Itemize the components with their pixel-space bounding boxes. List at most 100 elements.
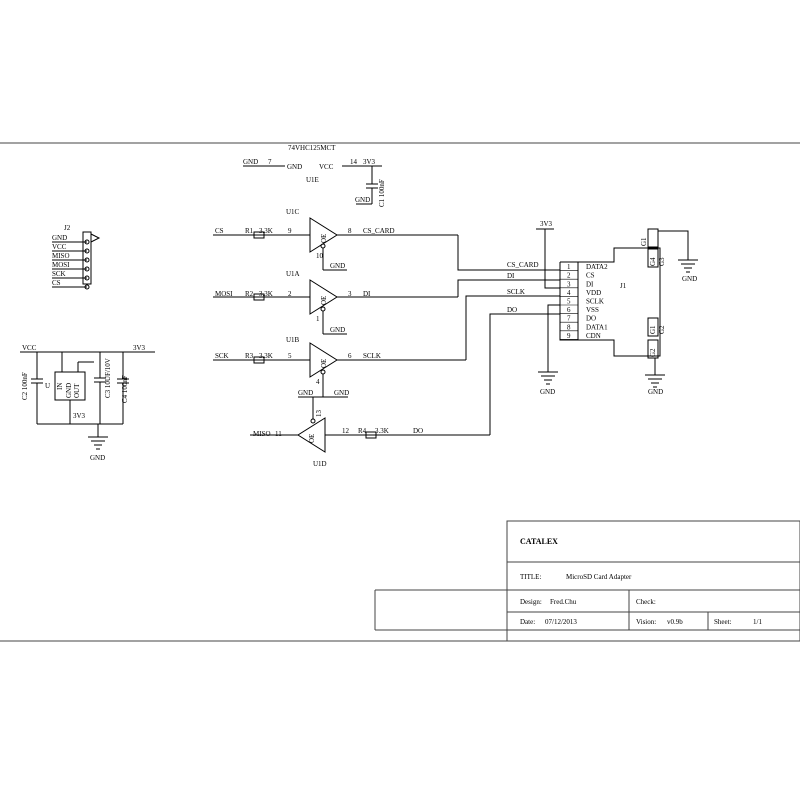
u1e-gnd-pin-label: GND bbox=[287, 163, 302, 171]
u1e-vcc-pin: 14 bbox=[350, 158, 358, 166]
u1d-oe: OE bbox=[308, 434, 316, 443]
title-block: CATALEX TITLE: MicroSD Card Adapter Desi… bbox=[374, 520, 800, 642]
u1b-gnd: GND bbox=[298, 389, 313, 397]
u1b-ref: U1B bbox=[286, 336, 300, 344]
reg-u-label: U bbox=[45, 382, 50, 390]
j1-shield-bot-1: G2 bbox=[658, 325, 666, 334]
j1-pin-name: CDN bbox=[586, 332, 601, 340]
r1-value: 3.3K bbox=[259, 227, 273, 235]
j1-vcc-net: 3V3 bbox=[540, 220, 553, 228]
j1-net-do: DO bbox=[507, 306, 517, 314]
j1-pin-number: 2 bbox=[567, 272, 571, 280]
c3-label: C3 10UF/10V bbox=[104, 358, 112, 398]
reg-gnd: GND bbox=[90, 454, 105, 462]
u1b-pin-oe: 4 bbox=[316, 378, 320, 386]
j1-shield-top-0: G1 bbox=[640, 237, 648, 246]
j1-pin-number: 5 bbox=[567, 298, 571, 306]
c2-label: C2 100nF bbox=[21, 372, 29, 400]
j1-pin-name: VSS bbox=[586, 306, 599, 314]
buffer-u1d: GND 13 OE U1D MISO 11 12 R4 3.3K DO bbox=[250, 389, 490, 468]
u1c-in-net: CS bbox=[215, 227, 224, 235]
u1a-in-net: MOSI bbox=[215, 290, 233, 298]
u1d-pin-out: 11 bbox=[275, 430, 282, 438]
reg-vcc: VCC bbox=[22, 344, 37, 352]
date-value: 07/12/2013 bbox=[545, 618, 577, 626]
u1b-oe: OE bbox=[320, 359, 328, 368]
u1e-ref: U1E bbox=[306, 176, 319, 184]
u1b-pin-in: 5 bbox=[288, 352, 292, 360]
j1-pin-name: VDD bbox=[586, 289, 601, 297]
u1d-pin-in: 12 bbox=[342, 427, 350, 435]
design-label: Design: bbox=[520, 598, 542, 606]
j2-ref: J2 bbox=[64, 224, 71, 232]
reg-pin-gnd: GND bbox=[65, 383, 73, 398]
c1-label: C1 100nF bbox=[378, 179, 386, 207]
u1e-vcc-net: 3V3 bbox=[363, 158, 376, 166]
j1-shield-top-2: G3 bbox=[658, 257, 666, 266]
reg-pin-out: OUT bbox=[73, 383, 81, 398]
reg-pin-in: IN bbox=[56, 383, 64, 390]
r1-ref: R1 bbox=[245, 227, 254, 235]
j1-net-sclk: SCLK bbox=[507, 288, 525, 296]
j2-pin-0: GND bbox=[52, 234, 67, 242]
u1e-power-section: 74VHC125MCT GND 7 GND VCC 14 3V3 U1E GND… bbox=[243, 144, 386, 207]
c4-label: C4 100nF bbox=[121, 375, 129, 403]
j1-pin-number: 4 bbox=[567, 289, 571, 297]
j1-pin-number: 6 bbox=[567, 306, 571, 314]
reg-3v3-out: 3V3 bbox=[133, 344, 146, 352]
r3-value: 3.3K bbox=[259, 352, 273, 360]
u1b-pin-out: 6 bbox=[348, 352, 352, 360]
j1-net-di: DI bbox=[507, 272, 515, 280]
u1c-oe: OE bbox=[320, 234, 328, 243]
buffer-u1c: U1C CS R1 3.3K 9 OE 8 CS_CARD 10 GND bbox=[213, 208, 458, 271]
u1a-pin-oe: 1 bbox=[316, 315, 320, 323]
u1e-gnd-net: GND bbox=[243, 158, 258, 166]
u1b-out-net: SCLK bbox=[363, 352, 381, 360]
u1c-pin-out: 8 bbox=[348, 227, 352, 235]
j1-pin-name: DATA2 bbox=[586, 263, 608, 271]
j1-gnd-bot: GND bbox=[648, 388, 663, 396]
j2-pin-1: VCC bbox=[52, 243, 67, 251]
j1-pin-name: DATA1 bbox=[586, 323, 608, 331]
u1a-oe: OE bbox=[320, 296, 328, 305]
j2-header: J2 GND VCC MISO MOSI SCK CS bbox=[52, 224, 101, 290]
r2-value: 3.3K bbox=[259, 290, 273, 298]
r2-ref: R2 bbox=[245, 290, 254, 298]
u1a-ref: U1A bbox=[286, 270, 300, 278]
j1-pin-name: CS bbox=[586, 272, 595, 280]
j2-pin-3: MOSI bbox=[52, 261, 70, 269]
drawing-title: MicroSD Card Adapter bbox=[566, 573, 632, 581]
j2-pin-5: CS bbox=[52, 279, 61, 287]
u1d-in-net: DO bbox=[413, 427, 423, 435]
buffer-u1a: U1A MOSI R2 3.3K 2 OE 3 DI 1 GND bbox=[213, 270, 458, 335]
sheet-label: Sheet: bbox=[714, 618, 732, 626]
reg-3v3-label: 3V3 bbox=[73, 412, 86, 420]
j2-pin-4: SCK bbox=[52, 270, 66, 278]
version-label: Vision: bbox=[636, 618, 656, 626]
r4-value: 3.3K bbox=[375, 427, 389, 435]
check-label: Check: bbox=[636, 598, 656, 606]
u1a-pin-in: 2 bbox=[288, 290, 292, 298]
j1-shield-top-1: G4 bbox=[649, 257, 657, 266]
u1e-gnd-pin: 7 bbox=[268, 158, 272, 166]
j1-pin-name: DI bbox=[586, 280, 594, 288]
j1-pin-number: 8 bbox=[567, 323, 571, 331]
j1-shield-bot-2: G2 bbox=[649, 348, 657, 357]
r4-ref: R4 bbox=[358, 427, 367, 435]
j1-pin-number: 3 bbox=[567, 280, 571, 288]
u1c-pin-in: 9 bbox=[288, 227, 292, 235]
u1c-gnd: GND bbox=[330, 262, 345, 270]
u1d-pin-oe: 13 bbox=[315, 410, 323, 418]
version-value: v0.9b bbox=[667, 618, 683, 626]
u1d-ref: U1D bbox=[313, 460, 327, 468]
company-name: CATALEX bbox=[520, 537, 558, 546]
u1c-out-net: CS_CARD bbox=[363, 227, 395, 235]
r3-ref: R3 bbox=[245, 352, 254, 360]
net-routing: CS_CARD DI SCLK DO 3V3 GND bbox=[457, 220, 560, 435]
j1-pin-name: SCLK bbox=[586, 298, 604, 306]
title-label: TITLE: bbox=[520, 573, 541, 581]
u1c-pin-oe: 10 bbox=[316, 252, 324, 260]
j1-pin-number: 9 bbox=[567, 332, 571, 340]
